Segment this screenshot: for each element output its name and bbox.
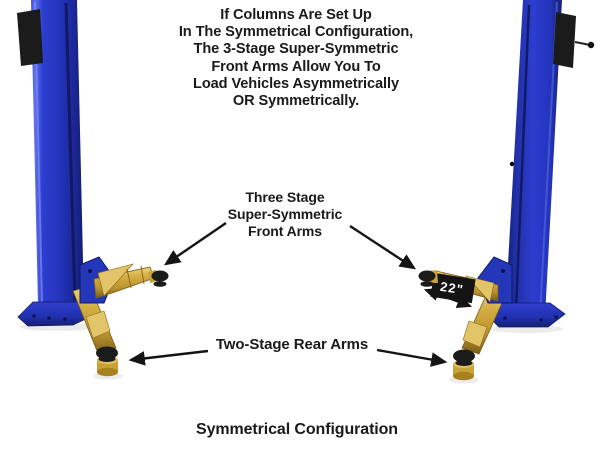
anchor-bolt	[503, 316, 507, 320]
lock-latch	[509, 161, 515, 167]
left-front-pad-rim	[153, 281, 167, 287]
rear-arms-label: Two-Stage Rear Arms	[215, 336, 369, 353]
right-front-pad-rim	[420, 281, 434, 287]
left-rear-foot-base	[97, 367, 118, 377]
right-rear-arm	[449, 288, 507, 384]
rear-arms-arrow-right	[376, 348, 448, 367]
right-rear-lift-pad	[453, 349, 475, 363]
left-rear-lift-pad	[96, 346, 118, 360]
left-front-arm	[79, 256, 169, 304]
lock-release-knob	[587, 41, 595, 49]
right-rear-arm-joint	[462, 320, 488, 348]
right-column-slot	[514, 4, 531, 311]
front-arms-arrow-right	[349, 224, 417, 270]
lock-release-rod	[574, 41, 591, 46]
carriage-bolt	[501, 269, 505, 273]
right-front-lift-pad	[418, 270, 436, 282]
anchor-bolt	[32, 314, 36, 318]
right-door-guard-pad	[553, 12, 576, 68]
right-rear-foot-base	[453, 371, 474, 381]
right-column	[487, 0, 595, 333]
anchor-bolt	[47, 316, 51, 320]
dimension-arrow-22in	[423, 288, 473, 308]
carriage-bolt	[88, 269, 92, 273]
rear-arms-arrow-left	[128, 349, 209, 366]
intro-note: If Columns Are Set Up In The Symmetrical…	[178, 7, 414, 110]
left-column-slot	[64, 2, 77, 301]
anchor-bolt	[539, 318, 543, 322]
left-column-body	[31, 0, 84, 305]
right-column-body	[505, 0, 562, 317]
left-rear-arm-joint	[85, 310, 111, 339]
left-door-guard-pad	[17, 9, 43, 66]
left-front-lift-pad	[151, 270, 169, 282]
left-front-arm-gusset	[97, 263, 134, 297]
annotation-arrows	[128, 222, 473, 367]
front-arms-arrow-left	[163, 222, 227, 266]
arm-stage-seam	[140, 265, 145, 285]
right-front-arm	[418, 256, 513, 304]
front-arms-label: Three Stage Super-Symmetric Front Arms	[227, 189, 343, 239]
caption-symmetrical-configuration: Symmetrical Configuration	[196, 421, 398, 438]
arm-stage-seam	[126, 268, 132, 289]
anchor-bolt	[554, 315, 558, 319]
left-column	[17, 0, 97, 331]
anchor-bolt	[63, 317, 67, 321]
